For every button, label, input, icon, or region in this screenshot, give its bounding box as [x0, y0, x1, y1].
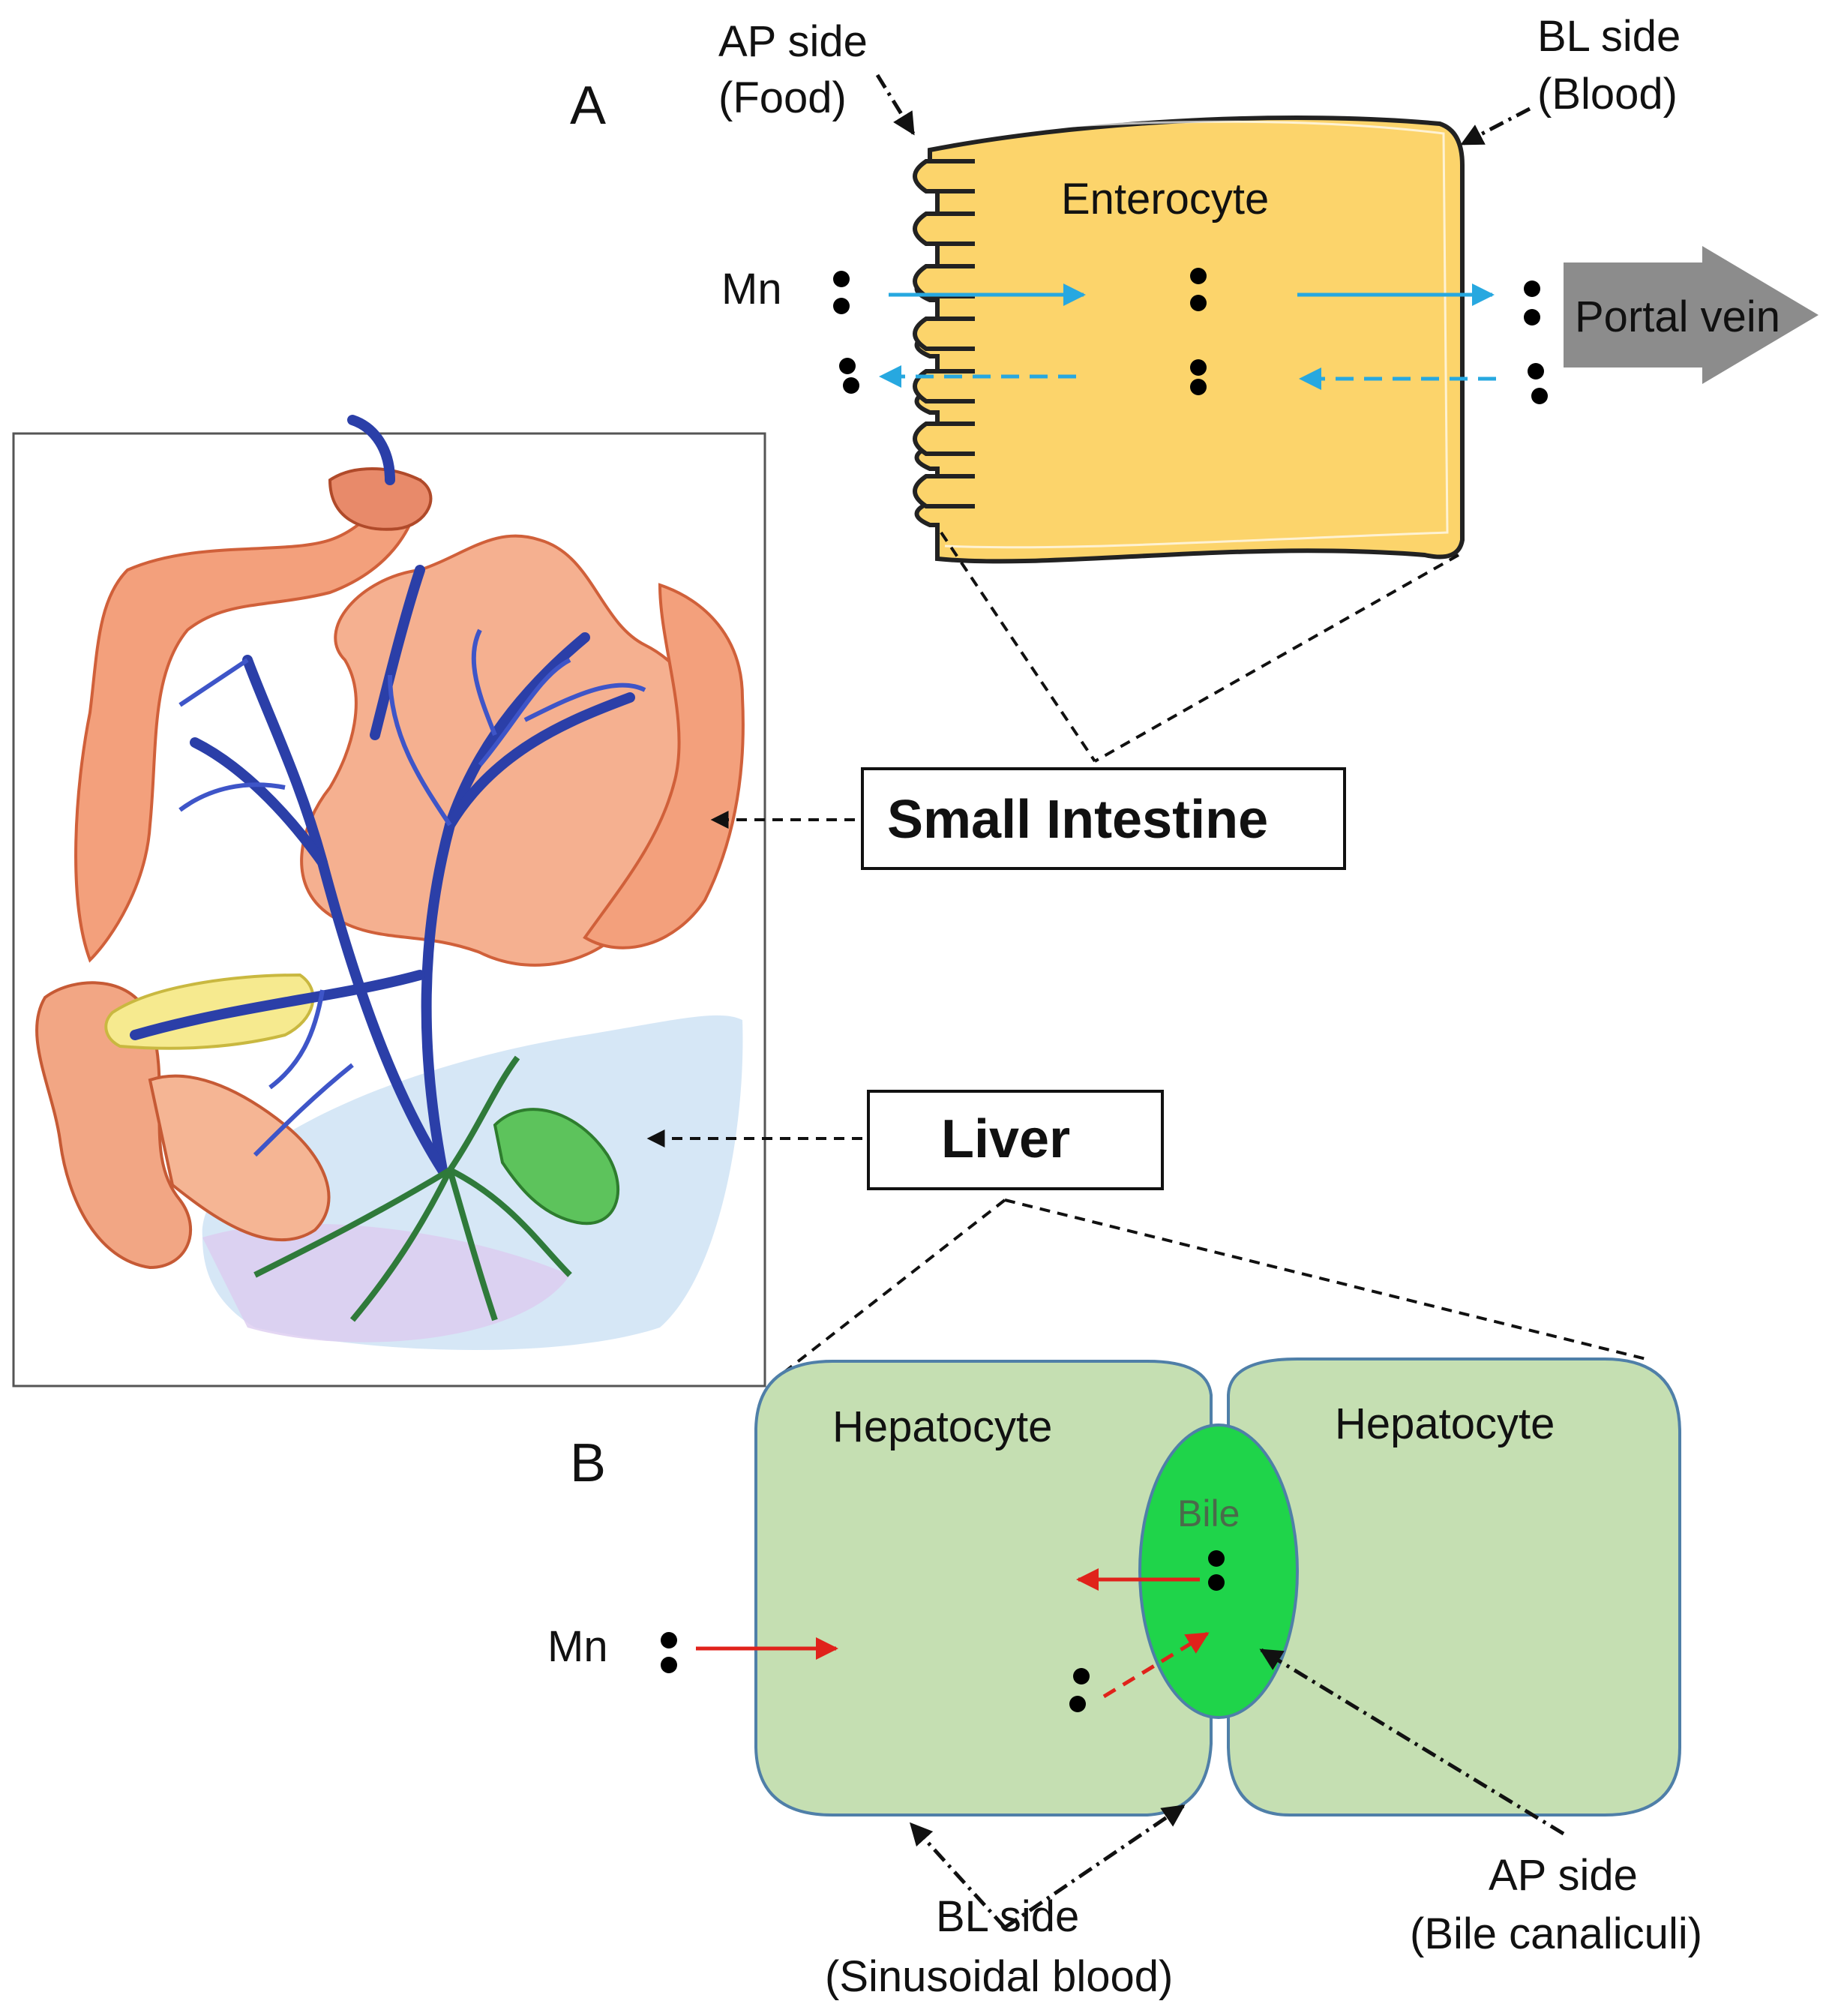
- zoom-line-a-right: [1094, 554, 1459, 763]
- ap-side-bile-label-line1: AP side: [1489, 1851, 1638, 1900]
- hepatocyte-left: [754, 1360, 1213, 1816]
- liver-box: [867, 1090, 1164, 1190]
- small-intestine-box: [861, 767, 1346, 870]
- mn-dots-a: [833, 268, 1548, 404]
- ap-side-food-label-line2: (Food): [718, 74, 847, 122]
- liver-label: Liver: [941, 1109, 1070, 1169]
- duodenum: [148, 1074, 331, 1242]
- biliary-excretion-arrow: [1102, 1631, 1210, 1699]
- bl-side-sinusoidal-pointer-right: [1003, 1804, 1186, 1930]
- zoom-line-b-left: [775, 1198, 1006, 1380]
- small-intestine-label: Small Intestine: [887, 790, 1268, 850]
- zoom-line-b-right: [1004, 1198, 1647, 1360]
- colon-right: [583, 583, 745, 950]
- portal-vein-arrow: [1564, 246, 1819, 384]
- ap-side-food-label-line1: AP side: [718, 17, 868, 66]
- mesenteric-vessels: [130, 415, 635, 1175]
- bl-side-blood-label-line1: BL side: [1537, 12, 1681, 61]
- portal-vein-label: Portal vein: [1575, 292, 1780, 341]
- microvilli: [913, 159, 990, 508]
- panel-b-letter: B: [570, 1433, 606, 1493]
- zoom-line-a-left: [940, 531, 1096, 763]
- bl-side-sinusoidal-pointer-left: [909, 1822, 1006, 1929]
- gut-anatomy-illustration: [12, 415, 766, 1388]
- hepatocyte-left-label: Hepatocyte: [832, 1402, 1052, 1451]
- bl-side-blood-pointer: [1460, 106, 1531, 146]
- mn-label-a: Mn: [721, 265, 782, 314]
- biliary-ducts: [253, 1055, 572, 1322]
- bl-side-blood-label-line2: (Blood): [1537, 70, 1678, 118]
- ap-side-food-pointer: [875, 74, 916, 136]
- bile-label: Bile: [1177, 1492, 1240, 1534]
- panel-a-letter: A: [570, 76, 606, 136]
- mn-dots-b: [661, 1550, 1225, 1712]
- stomach-top: [328, 467, 433, 531]
- gallbladder: [493, 1108, 620, 1226]
- enterocyte-label: Enterocyte: [1061, 175, 1269, 224]
- mesenteric-branches: [178, 628, 646, 1157]
- hepatocyte-right-label: Hepatocyte: [1335, 1400, 1555, 1448]
- mn-label-b: Mn: [547, 1622, 608, 1671]
- ap-side-bile-label-line2: (Bile canaliculi): [1410, 1910, 1702, 1958]
- bile-canaliculus: [1138, 1424, 1299, 1719]
- bl-side-sinusoidal-label-line1: BL side: [936, 1892, 1079, 1941]
- hepatocyte-right: [1227, 1358, 1681, 1816]
- bl-side-sinusoidal-label-line2: (Sinusoidal blood): [825, 1952, 1173, 2001]
